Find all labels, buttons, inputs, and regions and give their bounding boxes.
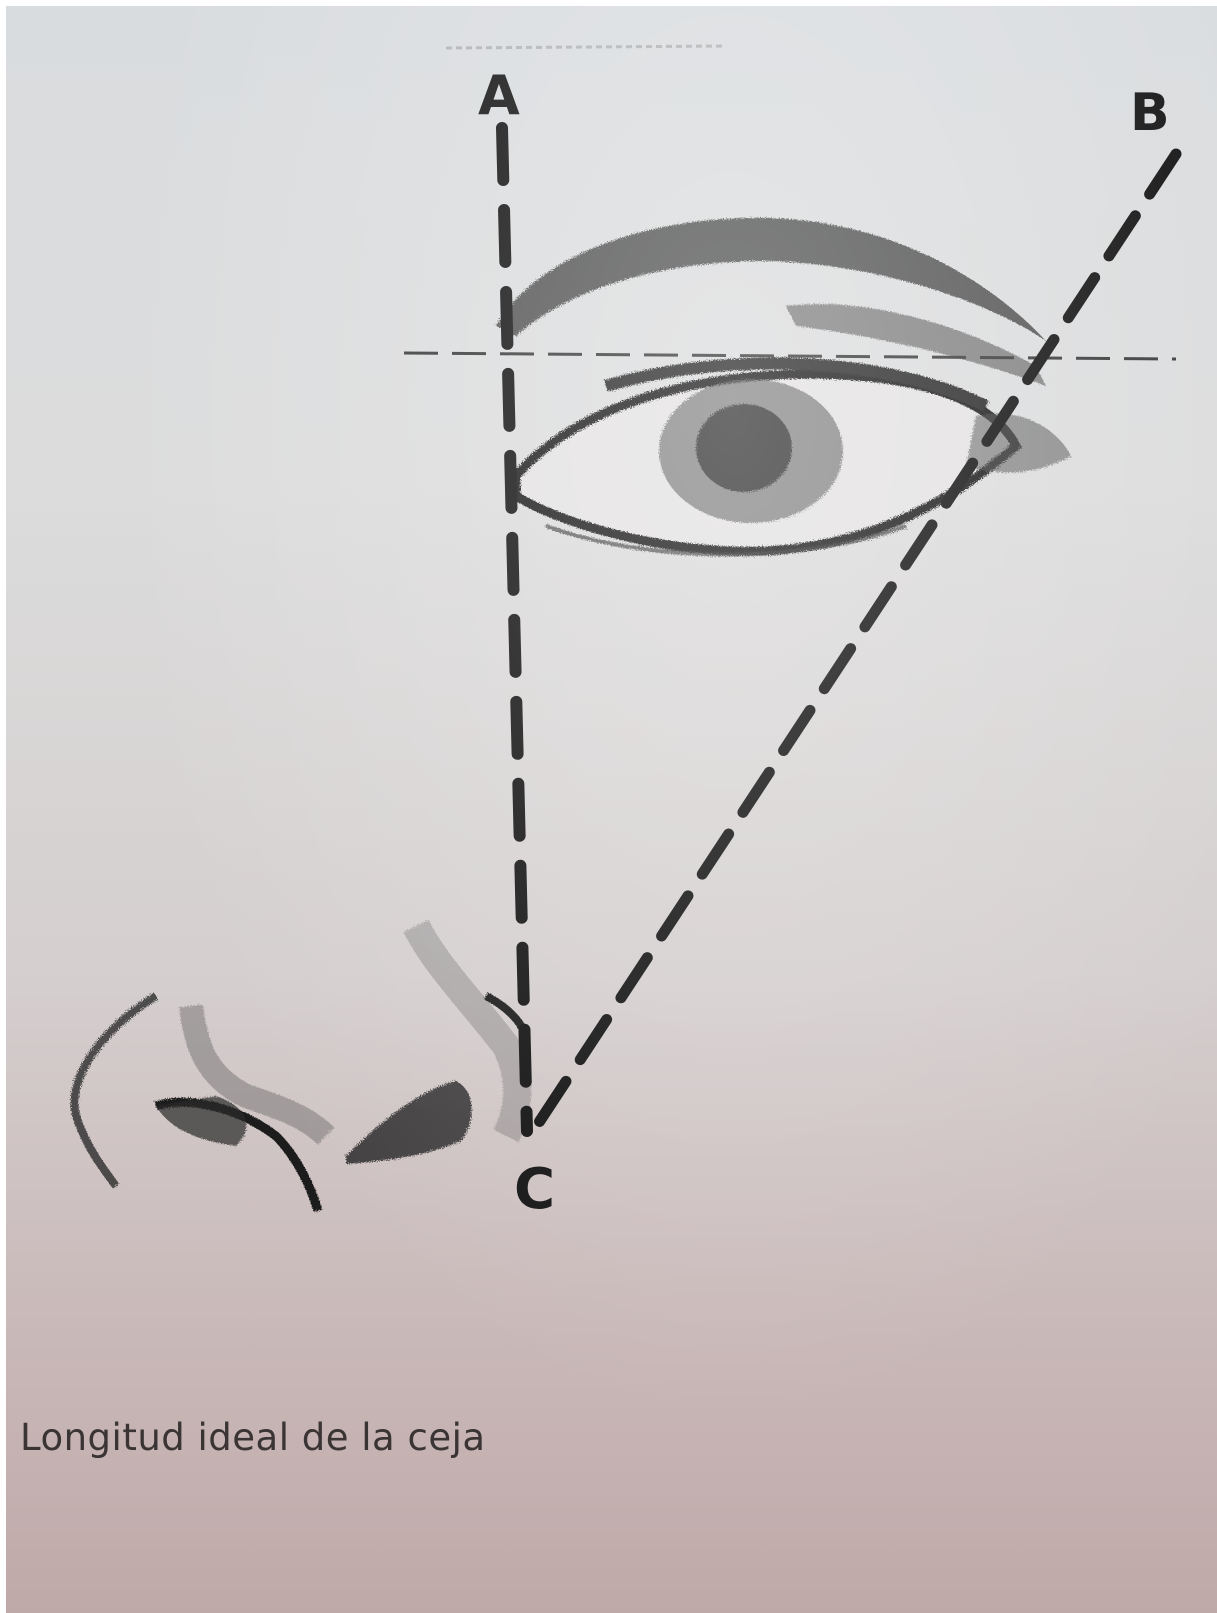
eyebrow-diagram: A B C bbox=[6, 6, 1217, 1613]
line-a-c bbox=[502, 128, 527, 1131]
point-label-b: B bbox=[1130, 83, 1170, 143]
point-label-c: C bbox=[514, 1157, 555, 1222]
nose-sketch bbox=[74, 926, 526, 1211]
top-smudge bbox=[446, 46, 726, 48]
figure-caption: Longitud ideal de la ceja bbox=[20, 1416, 486, 1459]
line-b-c bbox=[530, 154, 1176, 1136]
eye-sketch bbox=[516, 363, 1071, 554]
paper-page: A B C Longitud ideal de la ceja bbox=[6, 6, 1217, 1613]
point-label-a: A bbox=[478, 64, 520, 127]
